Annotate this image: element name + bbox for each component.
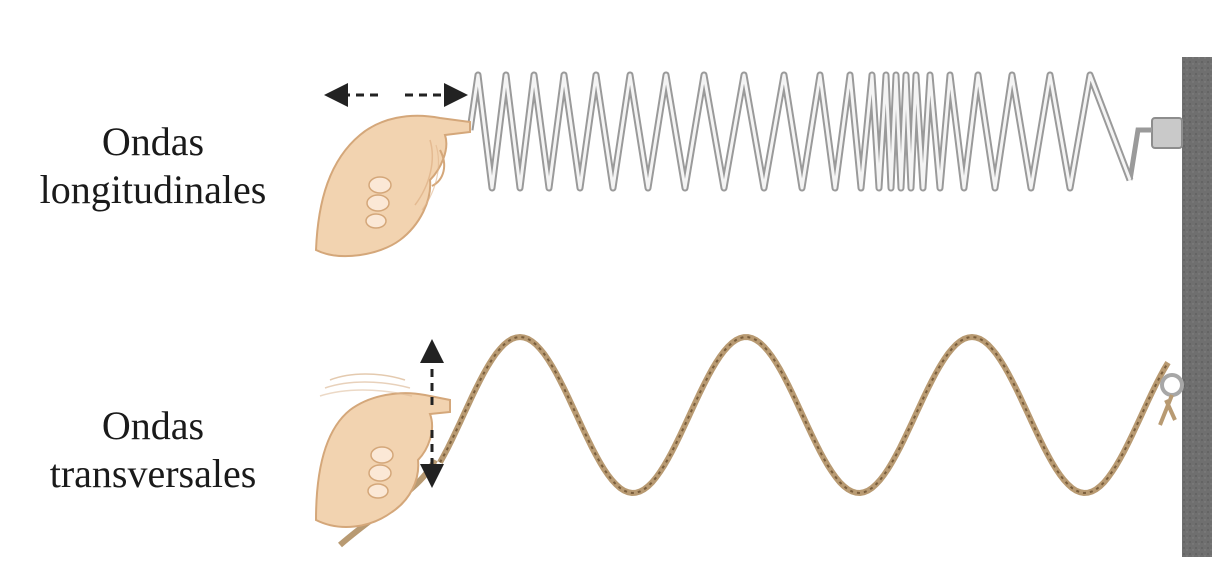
- longitudinal-label-line2: longitudinales: [39, 167, 267, 212]
- longitudinal-label-line1: Ondas: [101, 119, 205, 164]
- longitudinal-waves-label: Ondas longitudinales: [3, 118, 303, 214]
- wall: [1182, 57, 1212, 557]
- transverse-label-line2: transversales: [49, 451, 257, 496]
- transverse-label-line1: Ondas: [101, 403, 205, 448]
- spring-coil: [466, 71, 1134, 192]
- rope-wave: [338, 333, 1171, 548]
- rope-wall-ring: [1158, 373, 1184, 426]
- spring-wall-mount: [1127, 117, 1183, 181]
- hand-holding-rope-icon: [314, 373, 451, 528]
- transverse-waves-label: Ondas transversales: [3, 402, 303, 498]
- hand-holding-spring-icon: [314, 114, 471, 257]
